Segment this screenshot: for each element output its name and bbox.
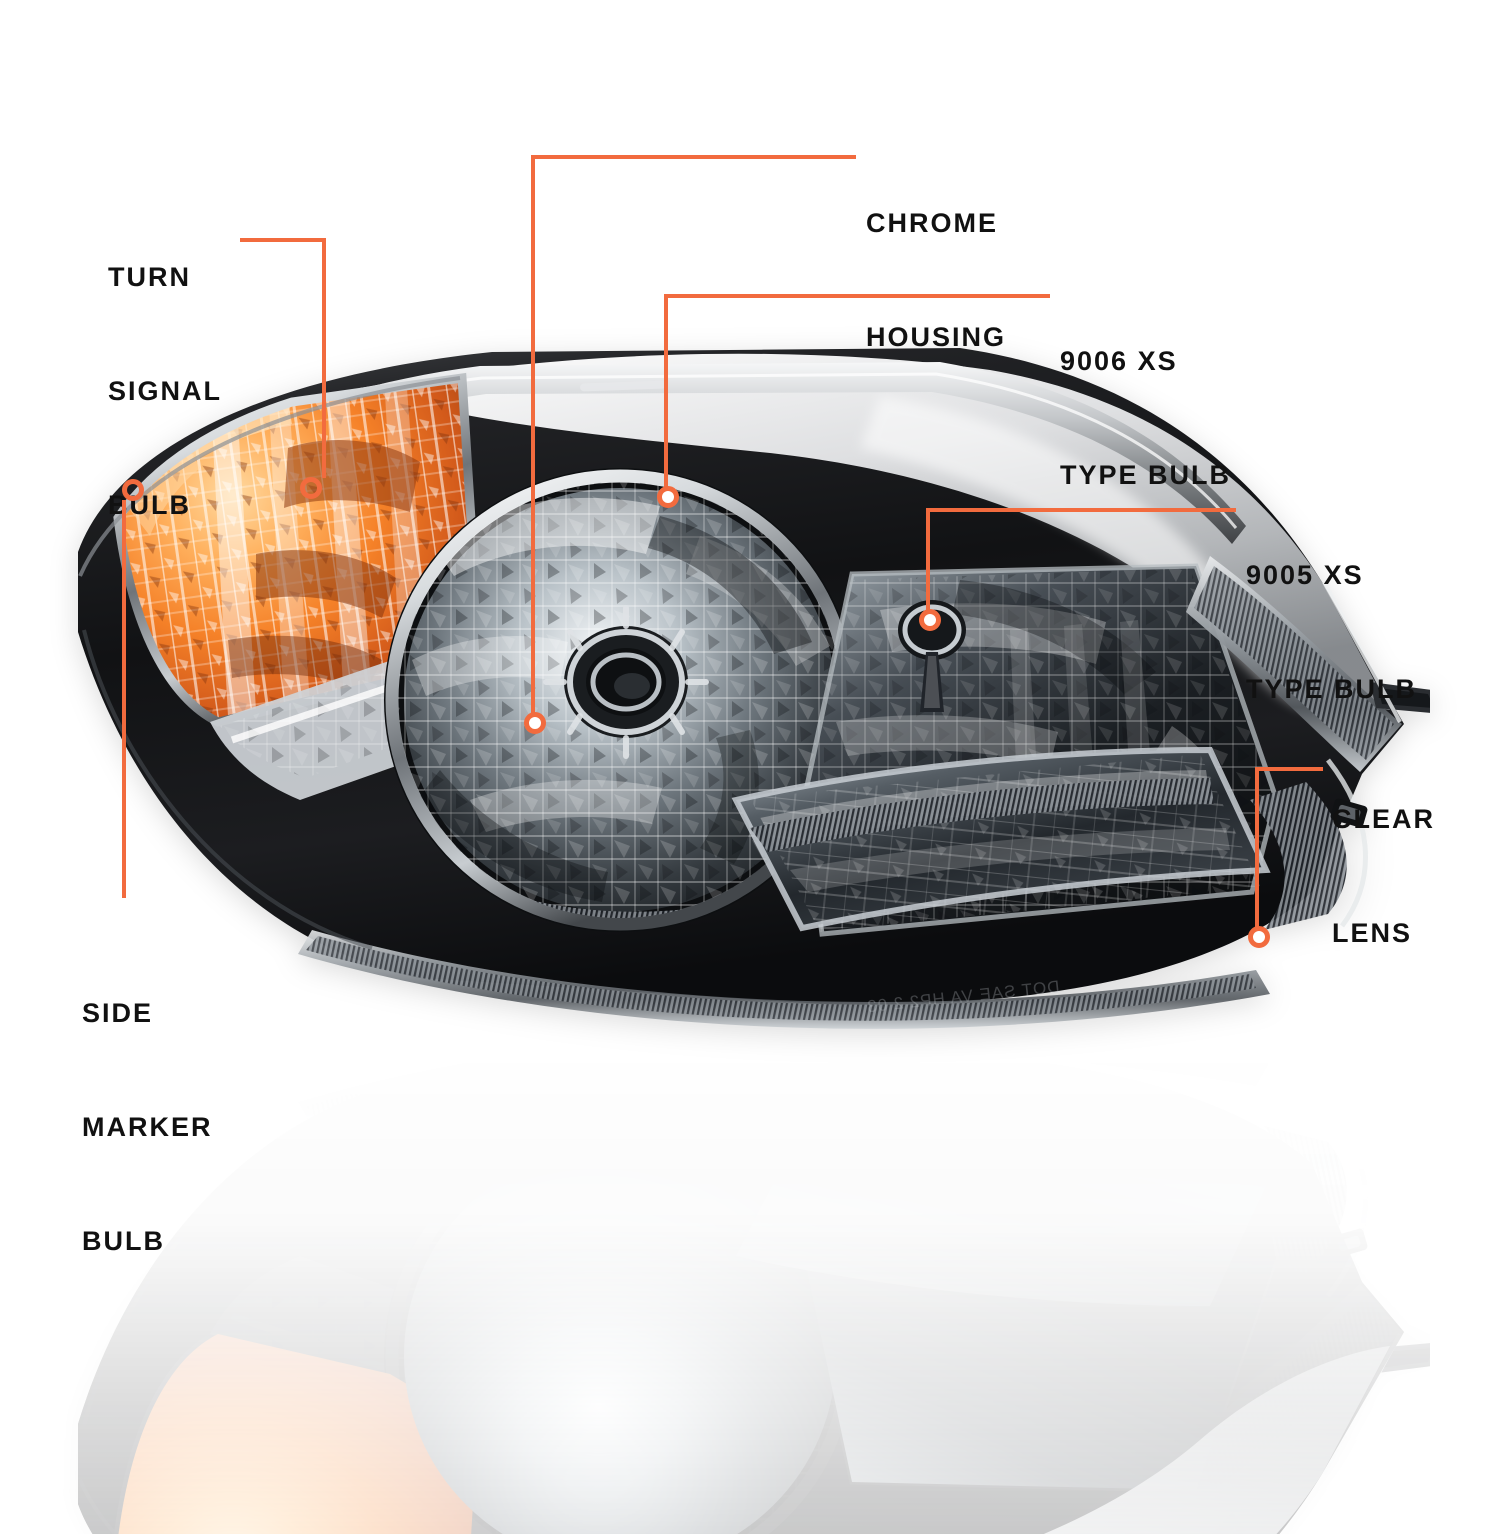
lamp-reflection	[60, 1026, 1430, 1534]
callout-line: CLEAR	[1332, 804, 1435, 834]
callout-line: MARKER	[82, 1112, 213, 1142]
low-beam-chamber	[731, 746, 1271, 932]
callout-label-9006-xs-type-bulb: 9006 XS TYPE BULB	[1060, 266, 1231, 570]
callout-line: TURN	[108, 262, 191, 292]
callout-line: SIGNAL	[108, 376, 223, 406]
edge-highlights	[78, 376, 1402, 950]
callout-line: SIDE	[82, 998, 154, 1028]
leader-turn-signal-vertical	[322, 238, 326, 478]
marker-chrome-housing[interactable]	[524, 712, 546, 734]
leader-side-marker-vertical	[122, 500, 126, 898]
callout-line: BULB	[82, 1226, 165, 1256]
marker-9005-xs-type-bulb[interactable]	[919, 609, 941, 631]
callout-label-9005-xs-type-bulb: 9005 XS TYPE BULB	[1246, 480, 1417, 784]
leader-clear-lens-horizontal	[1255, 767, 1323, 771]
marker-side-marker-bulb[interactable]	[122, 479, 144, 501]
callout-line: TYPE BULB	[1060, 460, 1232, 490]
callout-line: CHROME	[866, 208, 998, 238]
callout-line: LENS	[1332, 918, 1413, 948]
callout-line: 9006 XS	[1060, 346, 1178, 376]
marker-turn-signal-bulb[interactable]	[300, 477, 322, 499]
leader-chrome-housing-vertical	[531, 155, 535, 715]
leader-9006-vertical	[664, 294, 668, 490]
callout-line: BULB	[108, 490, 191, 520]
bulb-shield	[543, 605, 709, 759]
leader-chrome-housing-horizontal	[531, 155, 856, 159]
marker-clear-lens[interactable]	[1248, 926, 1270, 948]
headlight-assembly: DOT SAE VA HP2 2 03	[60, 330, 1430, 1030]
callout-line: 9005 XS	[1246, 560, 1364, 590]
callout-line: HOUSING	[866, 322, 1007, 352]
callout-line: TYPE BULB	[1246, 674, 1418, 704]
callout-label-clear-lens: CLEAR LENS	[1332, 724, 1435, 1028]
callout-label-chrome-housing: CHROME HOUSING	[866, 128, 1006, 432]
callout-label-side-marker-bulb: SIDE MARKER BULB	[82, 918, 213, 1336]
bottom-chrome-trim	[298, 930, 1270, 1029]
leader-clear-lens-vertical	[1255, 767, 1259, 927]
leader-9005-vertical	[926, 508, 930, 614]
clear-lens-edge	[1186, 556, 1430, 930]
leader-9006-horizontal	[664, 294, 1050, 298]
callout-label-turn-signal-bulb: TURN SIGNAL BULB	[108, 182, 222, 600]
marker-9006-xs-type-bulb[interactable]	[657, 486, 679, 508]
leader-turn-signal-horizontal	[240, 238, 326, 242]
leader-9005-horizontal	[926, 508, 1236, 512]
